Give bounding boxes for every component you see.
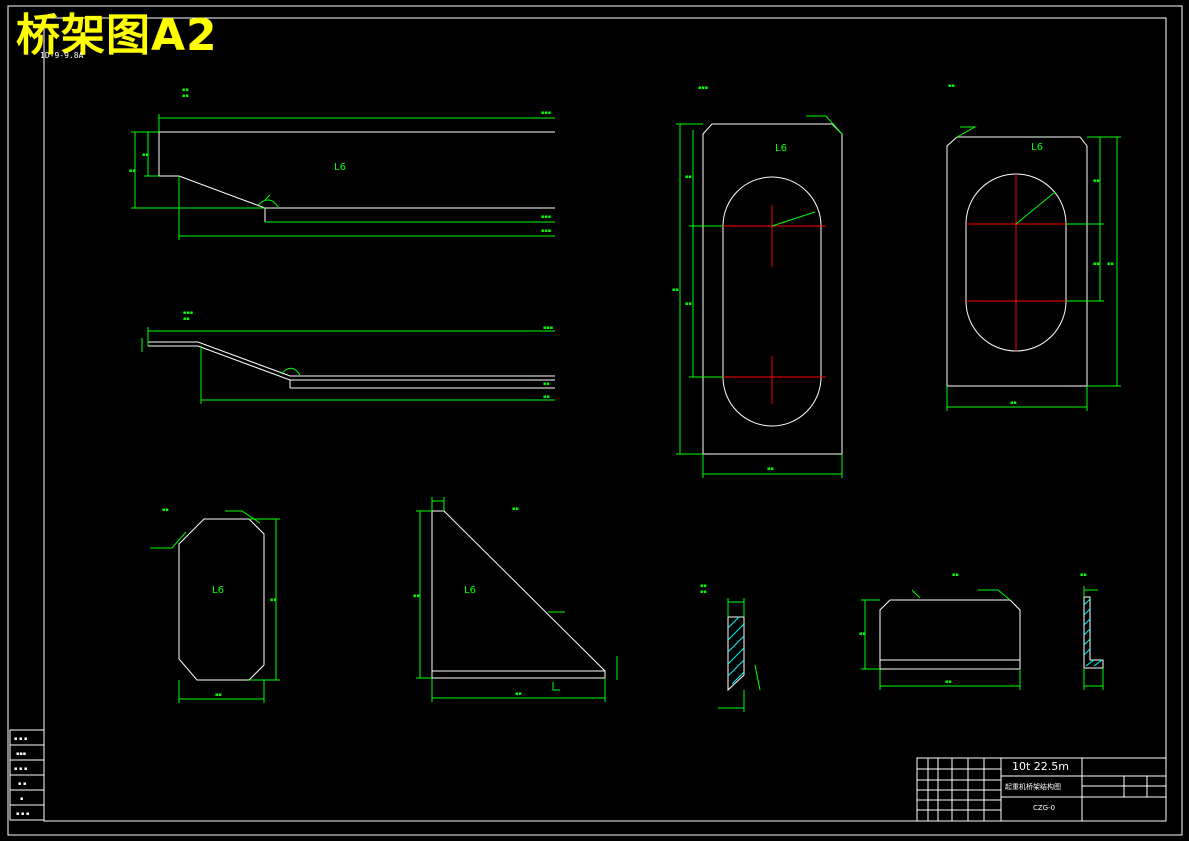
- svg-text:▪▪: ▪▪: [129, 168, 136, 174]
- svg-text:▪▪: ▪▪: [685, 301, 692, 307]
- svg-text:▪▪: ▪▪: [270, 597, 277, 603]
- svg-text:▪▪▪: ▪▪▪: [183, 310, 193, 316]
- drawing-code: 1D-9-9.8A: [40, 51, 84, 60]
- drawing-title: 桥架图A2: [16, 10, 218, 61]
- part-beam-profile-1: [131, 114, 555, 240]
- svg-text:▪▪: ▪▪: [512, 506, 519, 512]
- svg-text:▪▪: ▪▪: [952, 572, 959, 578]
- svg-text:▪▪: ▪▪: [700, 583, 707, 589]
- part-flat-bar: [861, 589, 1021, 690]
- svg-text:▪▪▪: ▪▪▪: [541, 110, 551, 116]
- svg-text:▪▪▪: ▪▪▪: [541, 228, 551, 234]
- svg-text:▪▪▪: ▪▪▪: [543, 325, 553, 331]
- svg-text:▪▪: ▪▪: [1010, 400, 1017, 406]
- svg-text:▪ ▪ ▪: ▪ ▪ ▪: [14, 766, 27, 772]
- part-label-1: L6: [334, 162, 346, 173]
- svg-text:▪▪: ▪▪: [948, 83, 955, 89]
- svg-text:▪▪: ▪▪: [215, 692, 222, 698]
- left-stamp-table: [9, 729, 45, 821]
- svg-text:▪▪▪: ▪▪▪: [698, 85, 708, 91]
- svg-text:▪▪: ▪▪: [672, 287, 679, 293]
- svg-text:▪▪: ▪▪: [182, 87, 189, 93]
- svg-text:▪▪: ▪▪: [543, 394, 550, 400]
- part-triangle-gusset: [416, 497, 618, 702]
- svg-text:▪▪: ▪▪: [1093, 178, 1100, 184]
- part-slotted-plate-2: [946, 126, 1121, 411]
- svg-text:▪▪: ▪▪: [543, 381, 550, 387]
- title-block-name: 起重机桥架结构图: [1005, 783, 1061, 791]
- part-label-4: L6: [1031, 142, 1043, 153]
- part-slotted-plate-1: [676, 115, 843, 478]
- svg-text:▪▪: ▪▪: [685, 174, 692, 180]
- svg-text:▪▪: ▪▪: [859, 631, 866, 637]
- svg-text:▪: ▪: [20, 796, 23, 802]
- svg-text:▪▪: ▪▪: [183, 316, 190, 322]
- svg-text:▪▪: ▪▪: [1093, 261, 1100, 267]
- svg-text:▪▪: ▪▪: [1107, 261, 1114, 267]
- svg-text:▪▪▪: ▪▪▪: [541, 214, 551, 220]
- part-beam-profile-2: [141, 327, 555, 404]
- svg-text:▪▪: ▪▪: [700, 589, 707, 595]
- svg-text:▪ ▪: ▪ ▪: [18, 781, 26, 787]
- svg-text:▪▪: ▪▪: [1080, 572, 1087, 578]
- inner-frame: [43, 17, 1167, 822]
- title-block-lines: [916, 757, 1167, 822]
- svg-text:▪▪: ▪▪: [162, 507, 169, 513]
- title-block-spec: 10t 22.5m: [1012, 760, 1070, 773]
- svg-text:▪ ▪ ▪: ▪ ▪ ▪: [14, 736, 27, 742]
- part-hatched-section-2: [1083, 586, 1104, 690]
- title-block-code: CZG-0: [1033, 804, 1056, 812]
- svg-text:▪▪: ▪▪: [182, 93, 189, 99]
- svg-text:▪▪▪: ▪▪▪: [16, 751, 26, 757]
- part-label-3: L6: [775, 143, 787, 154]
- svg-text:▪▪: ▪▪: [767, 466, 774, 472]
- part-octagon-plate: [150, 510, 280, 703]
- outer-frame: [7, 5, 1183, 836]
- svg-text:▪▪: ▪▪: [413, 593, 420, 599]
- svg-text:▪ ▪ ▪: ▪ ▪ ▪: [16, 811, 29, 817]
- svg-text:▪▪: ▪▪: [945, 679, 952, 685]
- svg-text:▪▪: ▪▪: [515, 691, 522, 697]
- part-label-6: L6: [464, 585, 476, 596]
- part-hatched-section-1: [718, 598, 761, 712]
- part-label-5: L6: [212, 585, 224, 596]
- svg-text:▪▪: ▪▪: [142, 152, 149, 158]
